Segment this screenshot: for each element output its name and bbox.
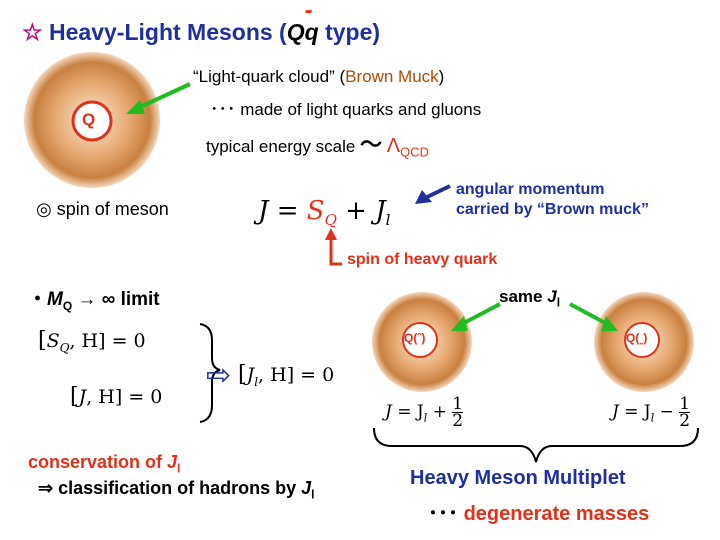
annot-angular-line-2: carried by “Brown muck” (456, 200, 649, 220)
limit-bullet: ・ (28, 289, 47, 310)
degenerate-masses-label: ･･･ degenerate masses (428, 497, 649, 526)
lambda-subscript: QCD (400, 144, 429, 159)
same-jl-label: same Jl (499, 287, 560, 309)
commutator-Jl: [Jl, H] = 0 (238, 362, 334, 389)
eq-Jl-sub: l (386, 211, 391, 229)
limit-M-sub: Q (63, 299, 72, 313)
page-title: ☆ Heavy-Light Mesons (Q-q type) (22, 19, 380, 46)
eq-SQ-sub: Q (325, 211, 337, 229)
multiplet-brace (374, 428, 698, 462)
meson-up-Q: Q( (404, 331, 417, 345)
classification-text: ⇒ classification of hadrons by (38, 478, 301, 498)
tilde-symbol: ～ (360, 132, 382, 157)
red-pointer-spin (331, 237, 342, 264)
cloud-line-1-prefix: “Light-quark cloud” ( (193, 67, 345, 86)
degenerate-masses-text: degenerate masses (464, 503, 650, 525)
heavy-quark-limit-label: ・MQ → ∞ limit (28, 284, 160, 313)
multiplet-dots: ･･･ (428, 503, 464, 525)
eq-plus: + (345, 196, 367, 226)
eqL-eq: = J (392, 402, 424, 422)
spin-of-meson-label: ◎ spin of meson (36, 199, 169, 220)
classification-J: J (301, 478, 311, 498)
title-text-before: Heavy-Light Mesons ( (49, 19, 287, 45)
conservation-J-sub: l (177, 462, 180, 476)
conservation-label: conservation of Jl (28, 452, 180, 476)
meson-down-close: ) (643, 331, 647, 345)
star-icon: ☆ (22, 19, 43, 45)
eq-equals: = (277, 196, 299, 226)
title-Q: Q (287, 19, 305, 45)
meson-down-Q: Q( (626, 331, 639, 345)
meson-up-close: ) (421, 331, 425, 345)
eq-Jl: J (375, 196, 385, 226)
eqR-den: 2 (679, 413, 690, 429)
title-qbar: -q (305, 19, 319, 45)
eqR-minus: − (654, 402, 679, 422)
energy-scale-label: typical energy scale (206, 137, 355, 156)
same-J: J (547, 287, 556, 306)
blue-arrow-angular (425, 186, 450, 198)
title-text-after: type) (319, 19, 380, 45)
spin-equation: J = SQ + Jl (258, 196, 390, 229)
cloud-line-1: “Light-quark cloud” (Brown Muck) (193, 67, 444, 87)
lambda-symbol: Λ (387, 135, 400, 157)
classification-label: ⇒ classification of hadrons by Jl (38, 478, 315, 502)
eqL-J: J (385, 402, 392, 422)
conservation-J: J (167, 452, 177, 472)
red-arrowhead-spin (325, 228, 337, 240)
heavy-meson-multiplet-label: Heavy Meson Multiplet (410, 467, 626, 490)
green-arrow-right (570, 304, 607, 324)
spin-of-heavy-quark-annotation: spin of heavy quark (347, 251, 497, 269)
limit-suffix: → ∞ limit (72, 289, 159, 310)
comm-S-sub: Q (60, 341, 70, 355)
comm-S-rest: , H] = 0 (69, 330, 145, 352)
cloud-line-1-suffix: ) (439, 67, 445, 86)
eqL-den: 2 (452, 413, 463, 429)
green-arrow-left (462, 304, 500, 324)
eq-SQ: S (307, 196, 325, 226)
same-J-sub: l (557, 295, 560, 309)
eqR-J: J (612, 402, 619, 422)
implies-arrow-icon: ⇨ (206, 358, 231, 393)
annot-angular-line-1: angular momentum (456, 180, 649, 200)
brown-muck-label: Brown Muck (345, 67, 439, 86)
comm-J-rest: , H] = 0 (86, 386, 162, 408)
meson-jplus-label: Q(ˆ) (404, 331, 425, 345)
commutator-J: [J, H] = 0 (70, 384, 162, 409)
eq-J-plus-half: J = Jl + 1 2 (385, 396, 463, 429)
eqR-eq: = J (619, 402, 651, 422)
eqL-plus: + (427, 402, 452, 422)
limit-M: M (47, 289, 63, 310)
comm-S: S (47, 330, 60, 352)
eq-J-minus-half: J = Jl − 1 2 (612, 396, 690, 429)
eq-J: J (258, 196, 268, 226)
classification-J-sub: l (311, 488, 314, 502)
commutator-SQ: [SQ, H] = 0 (38, 328, 146, 355)
same-label: same (499, 287, 542, 306)
meson-jminus-label: Q(ˬ) (626, 331, 647, 345)
angular-momentum-annotation: angular momentum carried by “Brown muck” (456, 180, 649, 220)
heavy-quark-label-left: Q (82, 110, 95, 130)
conservation-text: conservation of (28, 452, 167, 472)
cloud-line-2: ･･･ made of light quarks and gluons (210, 95, 481, 120)
antiquark-bar: - (305, 0, 313, 25)
comm-Jl-rest: , H] = 0 (258, 364, 334, 386)
cloud-line-3: typical energy scale ～ ΛQCD (206, 127, 429, 159)
